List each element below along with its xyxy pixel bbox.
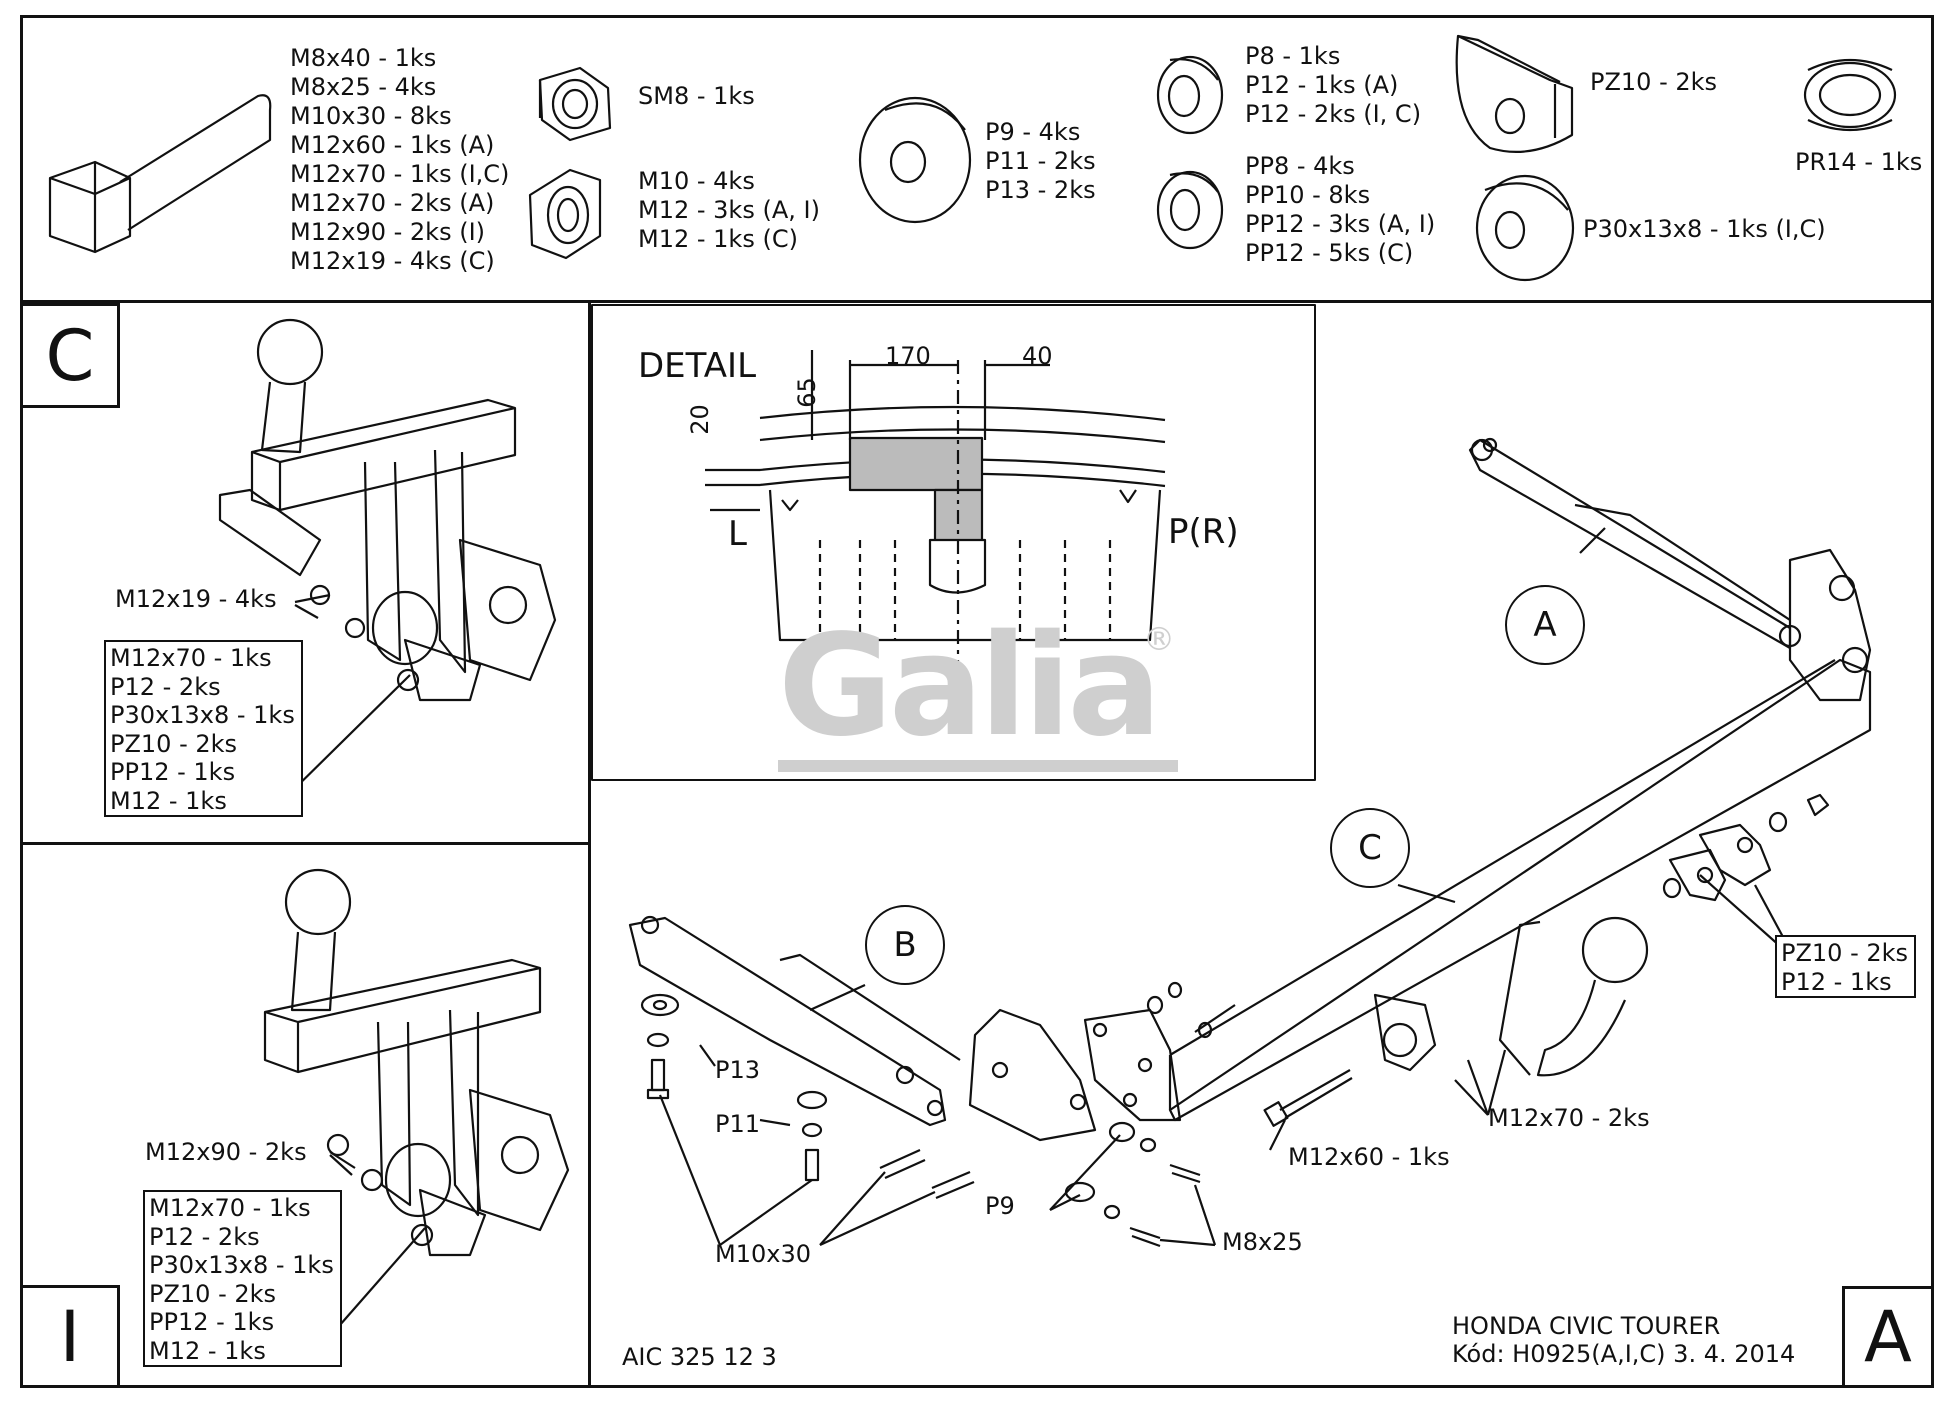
- hitch-c-drawing: [218, 318, 557, 702]
- panel-c-part: M12 - 1ks: [110, 786, 227, 815]
- panel-i-part: P12 - 2ks: [149, 1222, 260, 1251]
- outer-frame: [20, 15, 1934, 1388]
- wedge-plate-icon: [1455, 34, 1574, 153]
- panel-c-part: P30x13x8 - 1ks: [110, 701, 295, 729]
- large-washer-icon: [858, 96, 972, 224]
- c-m12x19-label: M12x19 - 4ks: [115, 585, 277, 613]
- bolt-icon: [48, 94, 272, 254]
- p-washer-list: P9 - 4ks P11 - 2ks P13 - 2ks: [985, 118, 1096, 205]
- spring-washer-icon: [1156, 170, 1224, 250]
- detail-right-label: P(R): [1168, 512, 1239, 552]
- pz10-box: PZ10 - 2ks P12 - 1ks: [1775, 935, 1917, 998]
- bolt-list-item: M12x90 - 2ks (I): [290, 218, 486, 246]
- panel-i-part: PP12 - 1ks: [149, 1308, 275, 1336]
- p-flat-list: P8 - 1ks P12 - 1ks (A) P12 - 2ks (I, C): [1245, 42, 1421, 129]
- hitch-i-drawing: [263, 868, 570, 1257]
- m12x60-label: M12x60 - 1ks: [1288, 1143, 1450, 1171]
- bolt-list-item: M8x40 - 1ks: [290, 44, 437, 72]
- panel-c-part: PZ10 - 2ks: [110, 729, 238, 758]
- bolt-list-item: M12x70 - 1ks (I,C): [290, 160, 510, 188]
- flat-washer-icon: [1156, 55, 1224, 135]
- pp-washer-item: PP12 - 5ks (C): [1245, 239, 1414, 267]
- detail-dim-40: 40: [1022, 342, 1053, 370]
- panel-c-letter: C: [20, 303, 120, 408]
- p13-label: P13: [715, 1056, 761, 1084]
- bolt-list: M8x40 - 1ks M8x25 - 4ks M10x30 - 8ks M12…: [290, 44, 509, 276]
- panel-a-letter: A: [1842, 1286, 1934, 1388]
- callout-b: B: [865, 905, 945, 985]
- nut-list: M10 - 4ks M12 - 3ks (A, I) M12 - 1ks (C): [638, 167, 820, 254]
- pz10-box-item: P12 - 1ks: [1781, 967, 1892, 996]
- p-flat-item: P12 - 2ks (I, C): [1245, 100, 1422, 128]
- p-washer-item: P13 - 2ks: [985, 176, 1096, 204]
- sm8-label: SM8 - 1ks: [638, 82, 755, 110]
- panel-i-part: M12 - 1ks: [149, 1336, 266, 1365]
- kod-label: Kód: H0925(A,I,C) 3. 4. 2014: [1452, 1340, 1796, 1368]
- callout-a: A: [1505, 585, 1585, 665]
- m10x30-label: M10x30: [715, 1240, 811, 1268]
- hex-nut-icon: [528, 168, 602, 260]
- panel-c-part: P12 - 2ks: [110, 672, 221, 701]
- pp-washer-item: PP10 - 8ks: [1245, 181, 1371, 209]
- m8x25-label: M8x25: [1222, 1228, 1303, 1256]
- spring-icon: [1803, 58, 1897, 132]
- p11-label: P11: [715, 1110, 761, 1138]
- lock-nut-icon: [538, 66, 612, 142]
- c-i-divider: [20, 842, 590, 845]
- i-m12x90-label: M12x90 - 2ks: [145, 1138, 307, 1166]
- nut-list-item: M12 - 3ks (A, I): [638, 196, 820, 224]
- p30-label: P30x13x8 - 1ks (I,C): [1583, 215, 1826, 243]
- detail-title: DETAIL: [638, 346, 757, 386]
- detail-dim-65: 65: [792, 377, 821, 408]
- detail-left-label: L: [728, 514, 747, 554]
- bolt-list-item: M10x30 - 8ks: [290, 102, 452, 130]
- thick-washer-icon: [1475, 174, 1575, 282]
- pp-washer-list: PP8 - 4ks PP10 - 8ks PP12 - 3ks (A, I) P…: [1245, 152, 1435, 268]
- detail-dim-20: 20: [685, 404, 714, 435]
- detail-drawing: [705, 350, 1166, 740]
- pp-washer-item: PP12 - 3ks (A, I): [1245, 210, 1436, 238]
- panel-c-part: PP12 - 1ks: [110, 758, 236, 786]
- p-flat-item: P8 - 1ks: [1245, 42, 1341, 70]
- pz10-label: PZ10 - 2ks: [1590, 68, 1718, 96]
- panel-i-part: P30x13x8 - 1ks: [149, 1251, 334, 1279]
- bolt-list-item: M12x70 - 2ks (A): [290, 189, 495, 217]
- hitch-a-drawing: [628, 437, 1872, 1248]
- callout-c: C: [1330, 808, 1410, 888]
- panel-i-part: PZ10 - 2ks: [149, 1279, 277, 1308]
- p9-label: P9: [985, 1192, 1015, 1220]
- pp-washer-item: PP8 - 4ks: [1245, 152, 1355, 180]
- bolt-list-item: M8x25 - 4ks: [290, 73, 437, 101]
- bolt-list-item: M12x60 - 1ks (A): [290, 131, 495, 159]
- panel-i-parts-box: M12x70 - 1ks P12 - 2ks P30x13x8 - 1ks PZ…: [143, 1190, 342, 1367]
- pr14-label: PR14 - 1ks: [1795, 148, 1923, 176]
- panel-i-letter: I: [20, 1285, 120, 1388]
- p-washer-item: P9 - 4ks: [985, 118, 1081, 146]
- watermark-reg: ®: [1143, 620, 1175, 658]
- panel-c-part: M12x70 - 1ks: [110, 644, 272, 672]
- pz10-box-item: PZ10 - 2ks: [1781, 939, 1909, 967]
- parts-divider: [20, 300, 1934, 303]
- p-flat-item: P12 - 1ks (A): [1245, 71, 1399, 99]
- bolt-list-item: M12x19 - 4ks (C): [290, 247, 495, 275]
- panel-c-parts-box: M12x70 - 1ks P12 - 2ks P30x13x8 - 1ks PZ…: [104, 640, 303, 817]
- m12x70-label: M12x70 - 2ks: [1488, 1104, 1650, 1132]
- panel-i-part: M12x70 - 1ks: [149, 1194, 311, 1222]
- drawing-code: AIC 325 12 3: [622, 1343, 777, 1371]
- nut-list-item: M10 - 4ks: [638, 167, 755, 195]
- galia-watermark: Galia: [778, 605, 1162, 768]
- vehicle-name: HONDA CIVIC TOURER: [1452, 1312, 1721, 1340]
- detail-dim-170: 170: [885, 342, 931, 370]
- watermark-underline: [778, 760, 1178, 772]
- nut-list-item: M12 - 1ks (C): [638, 225, 798, 253]
- p-washer-item: P11 - 2ks: [985, 147, 1096, 175]
